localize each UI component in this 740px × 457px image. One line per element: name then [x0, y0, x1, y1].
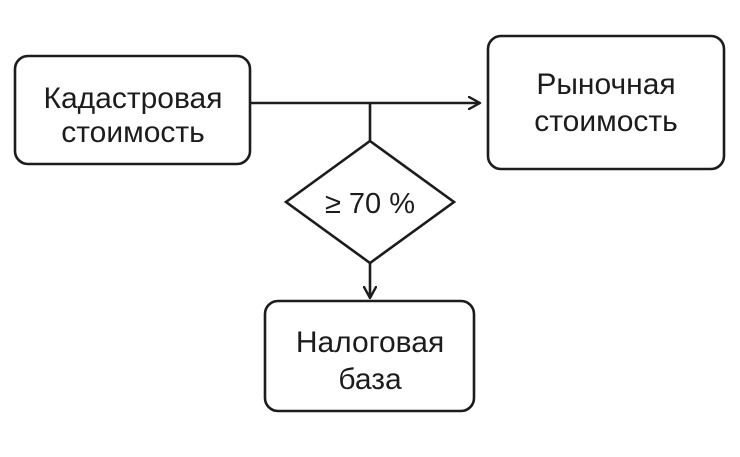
- node-cadastral-value: Кадастровая стоимость: [13, 54, 252, 166]
- node-market-value-line2: стоимость: [534, 105, 678, 138]
- node-cadastral-value-box: [13, 54, 252, 166]
- node-market-value-line1: Рыночная: [536, 68, 675, 101]
- node-tax-base-line1: Налоговая: [296, 326, 444, 359]
- node-condition: ≥ 70 %: [283, 139, 457, 265]
- node-cadastral-value-line2: стоимость: [61, 116, 205, 149]
- node-condition-diamond: [283, 139, 457, 265]
- node-tax-base-box: [263, 299, 476, 413]
- node-cadastral-value-line1: Кадастровая: [44, 82, 223, 115]
- node-condition-label: ≥ 70 %: [325, 188, 415, 220]
- node-tax-base-line2: база: [338, 363, 402, 396]
- node-market-value: Рыночная стоимость: [486, 34, 726, 171]
- node-market-value-box: [486, 34, 726, 171]
- node-tax-base: Налоговая база: [263, 299, 476, 413]
